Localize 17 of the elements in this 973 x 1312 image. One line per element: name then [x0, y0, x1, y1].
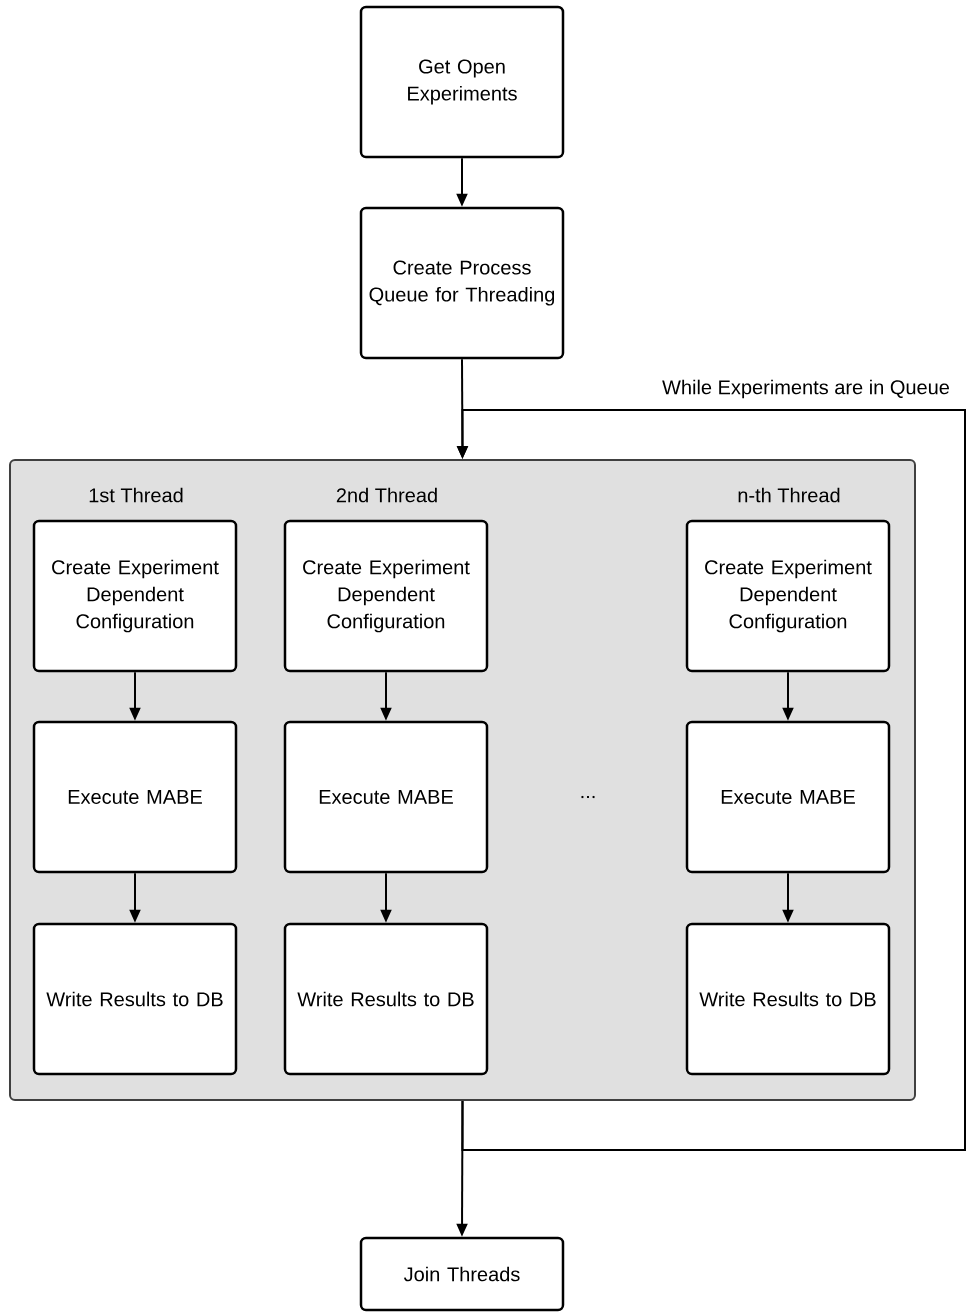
- ellipsis: ...: [581, 795, 595, 799]
- process-box: Create Process Queue for Threading: [359, 206, 565, 360]
- column-heading: 1st Thread: [89, 487, 183, 503]
- process-box: Create Experiment Dependent Configuration: [283, 519, 489, 673]
- process-box: Write Results to DB: [685, 922, 891, 1076]
- process-box: Create Experiment Dependent Configuration: [32, 519, 238, 673]
- process-box: Get Open Experiments: [359, 5, 565, 159]
- edge-label: While Experiments are in Queue: [661, 378, 951, 400]
- process-box: Join Threads: [359, 1236, 565, 1312]
- process-box: Execute MABE: [32, 720, 238, 874]
- column-heading: 2nd Thread: [336, 487, 437, 503]
- process-box: Create Experiment Dependent Configuration: [685, 519, 891, 673]
- process-box: Execute MABE: [685, 720, 891, 874]
- column-heading: n-th Thread: [738, 487, 840, 503]
- process-box: Write Results to DB: [32, 922, 238, 1076]
- process-box: Write Results to DB: [283, 922, 489, 1076]
- process-box: Execute MABE: [283, 720, 489, 874]
